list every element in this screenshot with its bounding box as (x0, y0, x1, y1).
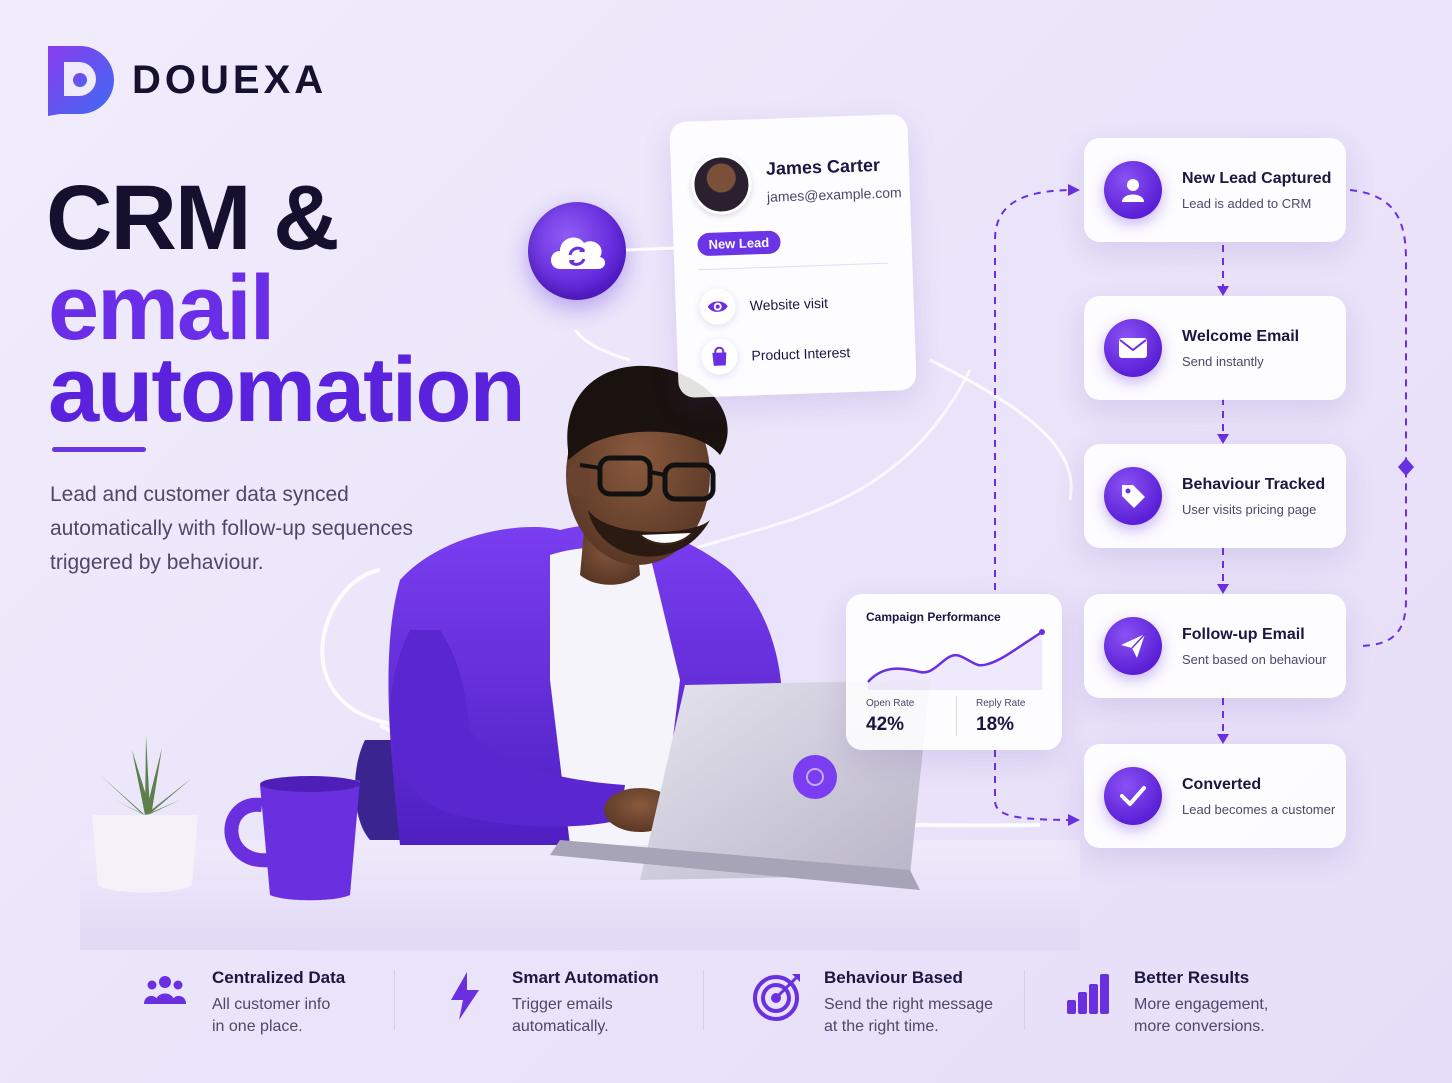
step-title: Follow-up Email (1182, 625, 1305, 643)
reply-rate-value: 18% (976, 714, 1015, 735)
brand-logo: DOUEXA (46, 44, 327, 116)
envelope-icon (1104, 319, 1162, 377)
douexa-logo-icon (48, 46, 114, 116)
feature-desc-line-2: in one place. (212, 1018, 303, 1035)
lead-contact-card: James Carter james@example.com New Lead … (669, 113, 917, 399)
divider (956, 696, 957, 736)
subtext: Lead and customer data synced automatica… (50, 483, 414, 574)
brand-name: DOUEXA (132, 57, 328, 102)
feature-title: Behaviour Based (824, 968, 963, 987)
users-icon (140, 968, 190, 1018)
feature-desc-line-2: automatically. (512, 1018, 609, 1035)
feature-desc-line-1: Send the right message (824, 996, 993, 1013)
divider (394, 970, 395, 1030)
feature-better-results: Better Results More engagement, more con… (1062, 968, 1268, 1038)
step-desc: Lead is added to CRM (1182, 195, 1312, 211)
contact-name: James Carter (765, 154, 881, 179)
feature-title: Centralized Data (212, 968, 346, 987)
tag-icon (1104, 467, 1162, 525)
flow-step-converted: Converted Lead becomes a customer (1084, 744, 1346, 848)
bar-chart-icon (1062, 968, 1112, 1018)
open-rate-value: 42% (866, 714, 905, 735)
activity-product-interest: Product Interest (700, 334, 851, 376)
step-desc: Send instantly (1182, 353, 1264, 369)
feature-behaviour-based: Behaviour Based Send the right message a… (752, 968, 993, 1038)
eye-icon (699, 288, 737, 326)
step-desc: Sent based on behaviour (1182, 651, 1327, 667)
new-lead-badge: New Lead (697, 230, 781, 257)
target-icon (752, 968, 802, 1021)
campaign-performance-card: Campaign Performance Open Rate 42% Reply… (846, 594, 1062, 750)
headline-line-2: email (48, 257, 275, 359)
divider (698, 262, 889, 271)
open-rate-label: Open Rate (866, 698, 915, 709)
activity-label: Product Interest (751, 344, 851, 364)
paper-plane-icon (1104, 617, 1162, 675)
step-desc: Lead becomes a customer (1182, 801, 1336, 817)
divider (703, 970, 704, 1030)
cloud-sync-icon (528, 202, 626, 300)
reply-rate-label: Reply Rate (976, 698, 1026, 709)
flow-step-new-lead: New Lead Captured Lead is added to CRM (1084, 138, 1346, 242)
flow-step-behaviour-tracked: Behaviour Tracked User visits pricing pa… (1084, 444, 1346, 548)
feature-desc-line-2: more conversions. (1134, 1018, 1265, 1035)
feature-desc-line-1: Trigger emails (512, 996, 613, 1013)
shopping-bag-icon (700, 338, 739, 376)
user-icon (1104, 161, 1162, 219)
step-title: Welcome Email (1182, 327, 1300, 345)
contact-email: james@example.com (766, 184, 902, 205)
step-desc: User visits pricing page (1182, 501, 1317, 517)
activity-label: Website visit (749, 294, 829, 314)
flow-step-welcome-email: Welcome Email Send instantly (1084, 296, 1346, 400)
feature-title: Better Results (1134, 968, 1250, 987)
step-title: Converted (1182, 775, 1262, 793)
feature-desc-line-1: All customer info (212, 996, 331, 1013)
feature-desc-line-1: More engagement, (1134, 996, 1269, 1013)
feature-desc-line-2: at the right time. (824, 1018, 939, 1035)
campaign-title: Campaign Performance (866, 610, 1001, 624)
feature-smart-automation: Smart Automation Trigger emails automati… (440, 968, 659, 1038)
step-title: Behaviour Tracked (1182, 475, 1326, 493)
headline-line-3: automation (48, 339, 526, 441)
lightning-icon (440, 968, 490, 1020)
headline-line-1: CRM & (46, 167, 340, 269)
person-illustration (80, 330, 1080, 950)
feature-title: Smart Automation (512, 968, 659, 987)
divider (1024, 970, 1025, 1030)
step-title: New Lead Captured (1182, 169, 1332, 187)
avatar (690, 153, 753, 216)
checkmark-icon (1104, 767, 1162, 825)
feature-centralized-data: Centralized Data All customer info in on… (140, 968, 345, 1038)
headline-underline (52, 447, 146, 452)
activity-website-visit: Website visit (699, 285, 829, 326)
campaign-sparkline (867, 629, 1045, 690)
flow-step-follow-up-email: Follow-up Email Sent based on behaviour (1084, 594, 1346, 698)
